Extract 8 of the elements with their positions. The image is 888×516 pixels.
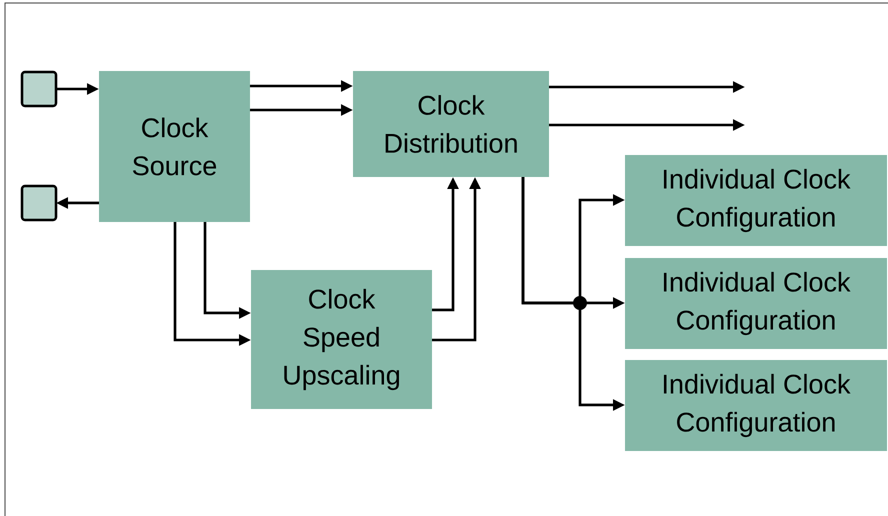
pin-pad [20, 184, 58, 222]
process-box: Clock Distribution [353, 71, 549, 177]
process-box: Clock Source [99, 71, 250, 222]
process-box: Individual Clock Configuration [625, 360, 887, 451]
process-box: Individual Clock Configuration [625, 258, 887, 349]
process-box: Clock Speed Upscaling [251, 270, 432, 409]
process-box: Individual Clock Configuration [625, 155, 887, 246]
pin-pad [20, 70, 58, 108]
